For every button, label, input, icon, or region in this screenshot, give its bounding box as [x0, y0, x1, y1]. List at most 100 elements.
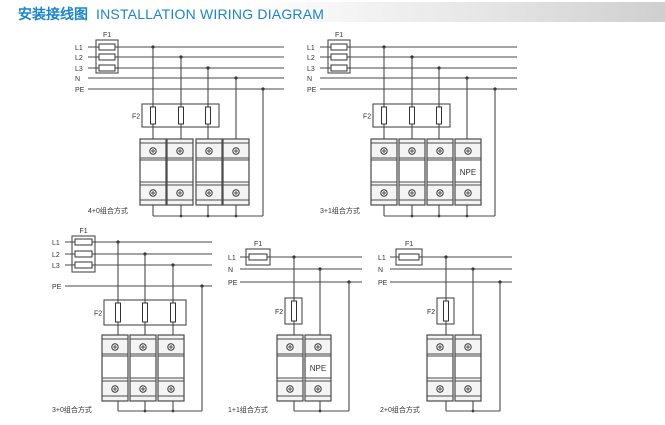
- module-body: [103, 356, 127, 378]
- fuse-f2-element: [142, 302, 148, 323]
- fuse-f1-element: [98, 43, 116, 51]
- top-terminal-icon: [464, 147, 472, 155]
- f1-label: F1: [335, 32, 343, 39]
- spd-module: [276, 334, 304, 402]
- top-terminal-icon: [436, 343, 444, 351]
- f2-label: F2: [275, 309, 283, 316]
- fuse-f2-element: [170, 302, 176, 323]
- line-label-l2: L2: [75, 55, 83, 62]
- top-terminal-icon: [176, 147, 184, 155]
- bottom-terminal-icon: [286, 385, 294, 393]
- fuse-f1-element: [398, 253, 420, 261]
- combination-caption: 4+0组合方式: [88, 206, 128, 215]
- line-label-l2: L2: [307, 55, 315, 62]
- top-terminal-icon: [149, 147, 157, 155]
- line-label-l1: L1: [52, 240, 60, 247]
- fuse-f2-element: [115, 302, 121, 323]
- bottom-terminal-icon: [232, 189, 240, 197]
- top-terminal-icon: [380, 147, 388, 155]
- bottom-terminal-icon: [436, 189, 444, 197]
- spd-module: [426, 334, 454, 402]
- bottom-terminal-icon: [139, 385, 147, 393]
- npe-label: NPE: [460, 168, 476, 177]
- line-label-l1: L1: [378, 255, 386, 262]
- spd-module: [195, 138, 223, 206]
- module-body: [141, 160, 165, 182]
- line-label-l1: L1: [307, 45, 315, 52]
- line-label-l3: L3: [52, 263, 60, 270]
- header-gradient-bar: [250, 2, 665, 22]
- bottom-terminal-icon: [408, 189, 416, 197]
- f2-label: F2: [132, 114, 140, 121]
- spd-module: [222, 138, 250, 206]
- f2-label: F2: [94, 311, 102, 318]
- spd-module: NPE: [454, 138, 482, 206]
- top-terminal-icon: [167, 343, 175, 351]
- fuse-f2-element: [291, 300, 297, 322]
- combination-caption: 1+1组合方式: [228, 405, 268, 414]
- bottom-terminal-icon: [149, 189, 157, 197]
- f1-label: F1: [405, 241, 413, 248]
- fuse-f2-element: [178, 106, 184, 125]
- top-terminal-icon: [205, 147, 213, 155]
- line-label-n: N: [228, 267, 233, 274]
- spd-module: [101, 334, 129, 402]
- fuse-f1-element: [98, 64, 116, 72]
- f1-label: F1: [103, 32, 111, 39]
- module-body: [428, 160, 452, 182]
- module-body: [224, 160, 248, 182]
- f2-label: F2: [363, 114, 371, 121]
- line-label-pe: PE: [75, 87, 85, 94]
- top-terminal-icon: [464, 343, 472, 351]
- f1-label: F1: [80, 228, 88, 235]
- spd-module: [166, 138, 194, 206]
- combination-caption: 3+1组合方式: [320, 206, 360, 215]
- line-label-n: N: [378, 267, 383, 274]
- spd-module: [129, 334, 157, 402]
- spd-module: [426, 138, 454, 206]
- fuse-f1-element: [330, 43, 348, 51]
- spd-module: [157, 334, 185, 402]
- title-en: INSTALLATION WIRING DIAGRAM: [96, 6, 325, 22]
- line-label-pe: PE: [378, 280, 388, 287]
- fuse-f1-element: [74, 250, 93, 258]
- fuse-f2-element: [436, 106, 442, 125]
- line-label-l1: L1: [228, 255, 236, 262]
- line-label-n: N: [75, 76, 80, 83]
- line-label-pe: PE: [228, 280, 238, 287]
- line-label-pe: PE: [307, 87, 317, 94]
- top-terminal-icon: [436, 147, 444, 155]
- module-body: [400, 160, 424, 182]
- top-terminal-icon: [314, 343, 322, 351]
- bottom-terminal-icon: [436, 385, 444, 393]
- bottom-terminal-icon: [464, 385, 472, 393]
- line-label-l3: L3: [307, 66, 315, 73]
- fuse-f1-element: [74, 261, 93, 269]
- spd-module: [139, 138, 167, 206]
- fuse-f2-element: [150, 106, 156, 125]
- bottom-terminal-icon: [464, 189, 472, 197]
- spd-module: [370, 138, 398, 206]
- module-body: [428, 356, 452, 378]
- top-terminal-icon: [286, 343, 294, 351]
- line-label-l3: L3: [75, 66, 83, 73]
- fuse-f1-element: [330, 53, 348, 61]
- fuse-f1-element: [74, 238, 93, 246]
- module-body: [372, 160, 396, 182]
- top-terminal-icon: [139, 343, 147, 351]
- fuse-f2-element: [205, 106, 211, 125]
- fuse-f2-element: [381, 106, 387, 125]
- top-terminal-icon: [408, 147, 416, 155]
- combination-caption: 2+0组合方式: [380, 405, 420, 414]
- module-body: [306, 356, 330, 378]
- line-label-l1: L1: [75, 45, 83, 52]
- module-body: [131, 356, 155, 378]
- bottom-terminal-icon: [205, 189, 213, 197]
- module-body: [456, 356, 480, 378]
- spd-module: [398, 138, 426, 206]
- combination-caption: 3+0组合方式: [52, 405, 92, 414]
